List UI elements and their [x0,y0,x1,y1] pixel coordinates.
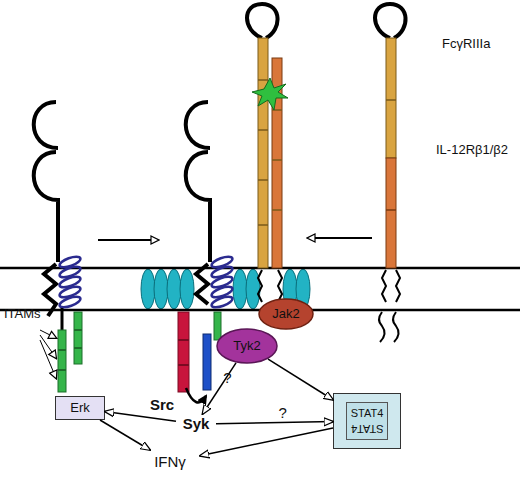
motif-label: ITAMs [4,306,41,321]
edge-label: ? [223,369,231,386]
il12-receptor-center [247,4,288,302]
node-text: IFNγ [154,454,186,471]
receptor-name: IL-12Rβ1/β2 [436,142,508,157]
edge-label: ? [279,404,287,421]
oval-fill [259,299,313,329]
dimer-frame: STAT4STAT4 [346,402,389,440]
transcription-factor-box: STAT4STAT4 [333,393,401,449]
receptor-name: FcγRIIIa [442,36,490,51]
membrane [0,268,520,310]
node-text: Syk [183,416,210,433]
signal-arrow [268,359,333,400]
node-text: STAT4 [351,407,384,419]
signal-arrow [200,428,333,456]
oval-fill [217,329,277,363]
movement-arrow [98,238,372,240]
signal-arrow [216,422,333,424]
node-text: Erk [70,401,90,415]
node-text: Tyk2 [233,339,260,353]
node-text: Jak2 [272,307,299,321]
kinase-label: Src [150,396,174,413]
node-text: STAT4 [351,423,384,435]
kinase-oval: Tyk2 [216,328,278,364]
il12-receptor-right [375,4,406,342]
kinase-label: Syk [176,414,216,434]
signal-arrow [105,411,176,421]
signal-arrow [203,363,236,414]
kinase-box: Erk [55,396,105,420]
output-label: IFNγ [140,450,200,474]
signal-arrow [100,420,150,450]
kinase-oval: Jak2 [258,298,314,330]
fc-receptor-left [34,102,82,392]
